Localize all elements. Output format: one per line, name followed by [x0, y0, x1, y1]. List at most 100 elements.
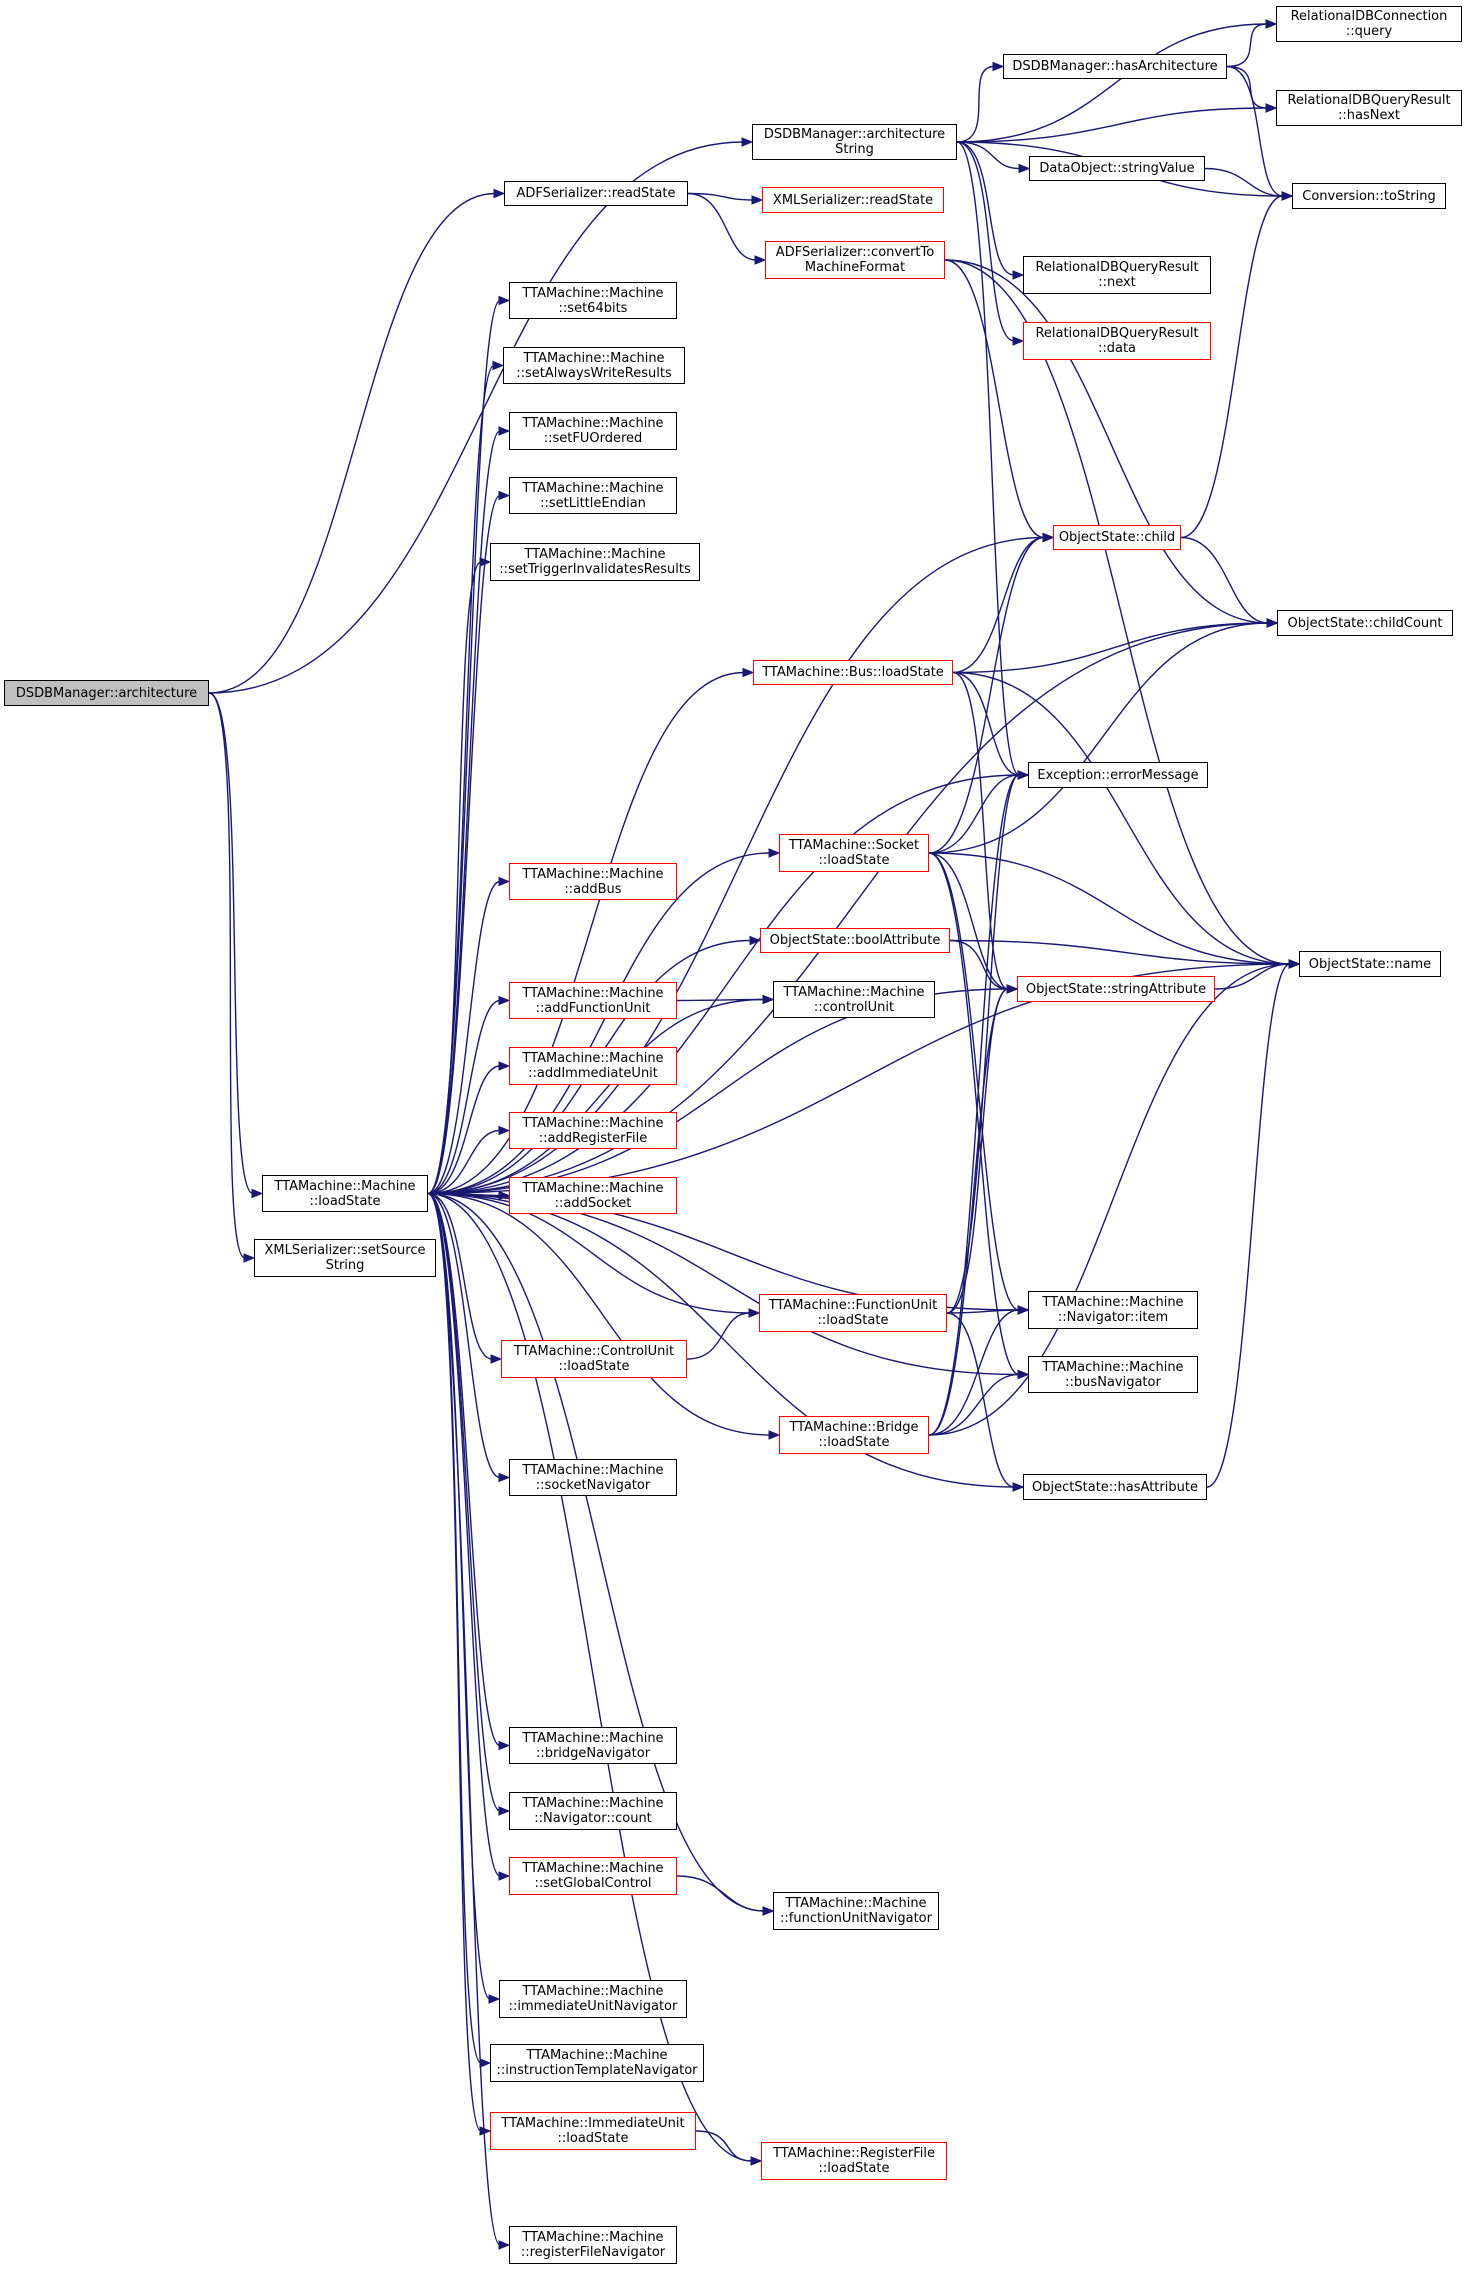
node-machine-set-trigger-invalidates-results[interactable]: TTAMachine::Machine::setTriggerInvalidat…: [490, 543, 700, 581]
node-relational-db-query-result-data[interactable]: RelationalDBQueryResult::data: [1023, 322, 1211, 360]
edge-machine_load_state-to-add_immediate_unit: [427, 1065, 501, 1195]
node-machine-set-global-control[interactable]: TTAMachine::Machine::setGlobalControl: [509, 1857, 677, 1895]
node-relational-db-connection-query[interactable]: RelationalDBConnection::query: [1276, 6, 1462, 42]
node-label: ObjectState::hasAttribute: [1032, 1479, 1198, 1495]
node-xml-serializer-read-state[interactable]: XMLSerializer::readState: [762, 187, 944, 213]
node-object-state-name[interactable]: ObjectState::name: [1299, 951, 1441, 977]
arrowhead-dsdb_has_architecture-to-rdb_result_has_next: [1265, 103, 1278, 113]
node-machine-set-always-write-results[interactable]: TTAMachine::Machine::setAlwaysWriteResul…: [503, 347, 685, 384]
node-machine-bridge-navigator[interactable]: TTAMachine::Machine::bridgeNavigator: [509, 1727, 677, 1764]
arrowhead-bridge_load_state-to-exception_error_message: [1017, 770, 1030, 780]
node-object-state-string-attribute[interactable]: ObjectState::stringAttribute: [1017, 976, 1215, 1002]
arrowhead-machine_load_state-to-set_64bits: [498, 295, 511, 306]
node-relational-db-query-result-next[interactable]: RelationalDBQueryResult::next: [1023, 256, 1211, 294]
edge-machine_load_state-to-set_trigger_invalidates: [427, 561, 482, 1195]
node-relational-db-query-result-has-next[interactable]: RelationalDBQueryResult::hasNext: [1276, 90, 1462, 126]
node-label: ::loadState: [557, 2131, 629, 2146]
node-object-state-child[interactable]: ObjectState::child: [1053, 525, 1181, 550]
edge-control_unit_load_state-to-function_unit_load_state: [686, 1312, 751, 1360]
node-control-unit-load-state[interactable]: TTAMachine::ControlUnit::loadState: [501, 1340, 687, 1378]
node-machine-socket-navigator[interactable]: TTAMachine::Machine::socketNavigator: [509, 1459, 677, 1496]
edge-adf_read_state-to-xml_read_state: [687, 192, 754, 201]
node-label: XMLSerializer::setSource: [264, 1243, 426, 1258]
node-machine-load-state[interactable]: TTAMachine::Machine::loadState: [262, 1175, 428, 1212]
node-exception-error-message[interactable]: Exception::errorMessage: [1028, 762, 1208, 788]
node-machine-bus-navigator[interactable]: TTAMachine::Machine::busNavigator: [1028, 1356, 1198, 1393]
edge-object_state_bool_attr-to-object_state_name: [949, 939, 1291, 965]
node-object-state-has-attribute[interactable]: ObjectState::hasAttribute: [1023, 1474, 1207, 1500]
node-label: ::setGlobalControl: [534, 1876, 652, 1891]
arrowhead-dsdb_architecture_string-to-rdb_result_next: [1012, 270, 1025, 280]
node-machine-navigator-item[interactable]: TTAMachine::Machine::Navigator::item: [1028, 1291, 1198, 1329]
node-label: ::setFUOrdered: [543, 431, 643, 446]
node-label: TTAMachine::Machine: [522, 1730, 664, 1746]
node-machine-function-unit-navigator[interactable]: TTAMachine::Machine::functionUnitNavigat…: [773, 1892, 939, 1930]
node-function-unit-load-state[interactable]: TTAMachine::FunctionUnit::loadState: [759, 1294, 947, 1332]
node-label: ::hasNext: [1337, 108, 1401, 123]
node-adf-serializer-read-state[interactable]: ADFSerializer::readState: [504, 181, 688, 206]
node-label: ADFSerializer::convertTo: [775, 245, 935, 260]
edge-data_object_string_value-to-conversion_to_string: [1204, 167, 1284, 197]
node-label: RelationalDBQueryResult: [1035, 326, 1199, 341]
node-machine-control-unit[interactable]: TTAMachine::Machine::controlUnit: [773, 981, 935, 1018]
edge-socket_load_state-to-object_state_child_count: [928, 622, 1269, 854]
edge-object_state_has_attr-to-object_state_name: [1206, 963, 1291, 1488]
node-bridge-load-state[interactable]: TTAMachine::Bridge::loadState: [779, 1416, 929, 1454]
node-immediate-unit-load-state[interactable]: TTAMachine::ImmediateUnit::loadState: [490, 2112, 696, 2150]
node-machine-add-function-unit[interactable]: TTAMachine::Machine::addFunctionUnit: [509, 982, 677, 1019]
node-label: DSDBManager::hasArchitecture: [1012, 59, 1218, 74]
node-machine-instruction-template-navigator[interactable]: TTAMachine::Machine::instructionTemplate…: [490, 2044, 704, 2082]
edge-adf_convert-to-object_state_child_count: [944, 259, 1269, 624]
node-machine-add-immediate-unit[interactable]: TTAMachine::Machine::addImmediateUnit: [509, 1047, 677, 1085]
edge-machine_load_state-to-bus_load_state: [427, 671, 745, 1195]
node-machine-immediate-unit-navigator[interactable]: TTAMachine::Machine::immediateUnitNaviga…: [499, 1980, 687, 2018]
edge-bridge_load_state-to-object_state_string_attr: [928, 988, 1009, 1436]
node-machine-set-little-endian[interactable]: TTAMachine::Machine::setLittleEndian: [509, 477, 677, 514]
node-dsdb-manager-architecture: DSDBManager::architecture: [4, 680, 209, 706]
arrowhead-machine_load_state-to-bridge_load_state: [768, 1430, 781, 1440]
node-label: ::addSocket: [554, 1195, 632, 1211]
node-label: TTAMachine::Machine: [522, 416, 664, 431]
node-object-state-bool-attribute[interactable]: ObjectState::boolAttribute: [760, 928, 950, 953]
edge-machine_load_state-to-add_function_unit: [427, 999, 501, 1195]
node-machine-add-socket[interactable]: TTAMachine::Machine::addSocket: [509, 1177, 677, 1214]
node-machine-set-fu-ordered[interactable]: TTAMachine::Machine::setFUOrdered: [509, 412, 677, 450]
node-bus-load-state[interactable]: TTAMachine::Bus::loadState: [753, 660, 953, 685]
node-object-state-child-count[interactable]: ObjectState::childCount: [1277, 610, 1453, 636]
node-conversion-to-string[interactable]: Conversion::toString: [1292, 183, 1446, 209]
node-label: DSDBManager::architecture: [763, 127, 946, 142]
node-label: ::addFunctionUnit: [535, 1000, 651, 1016]
edge-object_state_child-to-conversion_to_string: [1180, 195, 1284, 539]
arrowhead-dsdb_has_architecture-to-rdb_connection_query: [1265, 19, 1278, 29]
node-machine-register-file-navigator[interactable]: TTAMachine::Machine::registerFileNavigat…: [509, 2226, 677, 2264]
arrowhead-bridge_load_state-to-object_state_string_attr: [1006, 984, 1019, 994]
edge-dsdb_architecture_string-to-rdb_connection_query: [956, 23, 1268, 143]
node-machine-set64bits[interactable]: TTAMachine::Machine::set64bits: [509, 282, 677, 319]
node-machine-navigator-count[interactable]: TTAMachine::Machine::Navigator::count: [509, 1792, 677, 1830]
edge-machine_load_state-to-socket_navigator: [427, 1192, 501, 1479]
arrowhead-machine_load_state-to-set_global_control: [498, 1871, 511, 1881]
node-label: TTAMachine::Machine: [522, 2230, 664, 2245]
node-label: TTAMachine::Machine: [522, 985, 664, 1001]
node-label: ::setTriggerInvalidatesResults: [499, 562, 691, 577]
node-socket-load-state[interactable]: TTAMachine::Socket::loadState: [779, 834, 929, 872]
node-label: RelationalDBQueryResult: [1287, 93, 1451, 108]
edge-machine_load_state-to-control_unit_load_state: [427, 1192, 493, 1360]
arrowhead-machine_load_state-to-register_file_navigator: [498, 2240, 511, 2250]
node-label: TTAMachine::Bridge: [789, 1420, 919, 1435]
node-register-file-load-state[interactable]: TTAMachine::RegisterFile::loadState: [761, 2142, 947, 2180]
node-label: ObjectState::childCount: [1287, 615, 1443, 631]
edge-dsdb_architecture_string-to-rdb_result_data: [956, 141, 1015, 342]
node-machine-add-bus[interactable]: TTAMachine::Machine::addBus: [509, 863, 677, 900]
node-label: TTAMachine::Machine: [1042, 1359, 1184, 1375]
edge-dsdb_architecture-to-machine_load_state: [208, 692, 254, 1195]
node-dsdb-manager-has-architecture[interactable]: DSDBManager::hasArchitecture: [1003, 54, 1227, 79]
node-machine-add-register-file[interactable]: TTAMachine::Machine::addRegisterFile: [509, 1112, 677, 1149]
edge-machine_load_state-to-add_bus: [427, 880, 501, 1195]
arrowhead-machine_load_state-to-set_little_endian: [498, 490, 511, 501]
node-data-object-string-value[interactable]: DataObject::stringValue: [1029, 156, 1205, 181]
